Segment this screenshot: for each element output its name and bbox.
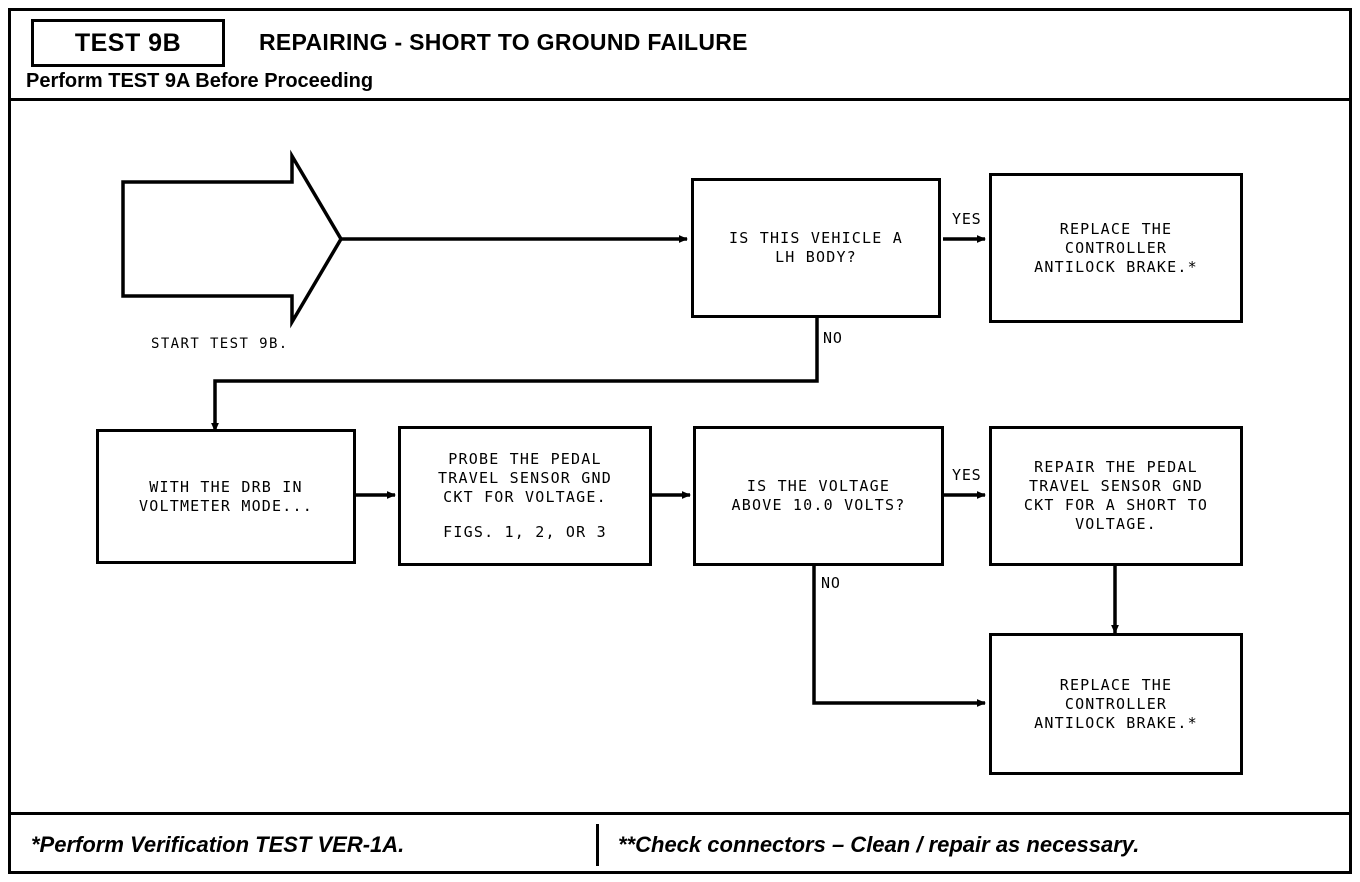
node-line: IS THE VOLTAGE — [746, 477, 891, 495]
node-line: IS THIS VEHICLE A — [729, 229, 903, 247]
flowchart-connectors — [121, 149, 1119, 707]
node-line: FIGS. 1, 2, OR 3 — [443, 523, 607, 541]
node-probe-pedal: PROBE THE PEDAL TRAVEL SENSOR GND CKT FO… — [398, 426, 652, 566]
node-voltage-above: IS THE VOLTAGE ABOVE 10.0 VOLTS? — [693, 426, 944, 566]
page-border — [8, 8, 1352, 874]
node-line: CONTROLLER — [1064, 694, 1168, 713]
node-line: WITH THE DRB IN — [149, 477, 303, 496]
node-line: REPLACE THE — [1059, 219, 1173, 238]
footer-left-note: *Perform Verification TEST VER-1A. — [31, 832, 405, 857]
node-line: CONTROLLER — [1064, 238, 1168, 257]
subheader-band: Perform TEST 9A Before Proceeding — [11, 64, 1349, 101]
node-is-lh-body: IS THIS VEHICLE A LH BODY? — [691, 178, 941, 318]
start-node-label: START TEST 9B. — [151, 336, 289, 352]
test-id-box: TEST 9B — [31, 19, 225, 67]
footer-right-note: **Check connectors – Clean / repair as n… — [618, 832, 1140, 857]
footer-right-cell: **Check connectors – Clean / repair as n… — [602, 824, 1332, 866]
subheader-label: Perform TEST 9A Before Proceeding — [26, 70, 374, 92]
node-line: ANTILOCK BRAKE.* — [1034, 257, 1198, 276]
footer-band: *Perform Verification TEST VER-1A. **Che… — [11, 812, 1349, 871]
flowchart-area: START TEST 9B. IS THIS VEHICLE A LH BODY… — [11, 104, 1349, 811]
node-line: CKT FOR A SHORT TO — [1023, 496, 1209, 514]
start-arrow-shape — [121, 149, 344, 329]
branch-label-yes-bottom: YES — [952, 466, 982, 484]
connector-lh-body-no — [211, 316, 819, 432]
node-line: REPLACE THE — [1059, 675, 1173, 694]
branch-label-no-top: NO — [823, 329, 843, 347]
node-line: REPAIR THE PEDAL — [1034, 458, 1198, 476]
node-repair-pedal: REPAIR THE PEDAL TRAVEL SENSOR GND CKT F… — [989, 426, 1243, 566]
connector-voltage-no — [812, 562, 986, 707]
page-title: REPAIRING - SHORT TO GROUND FAILURE — [259, 29, 748, 55]
header-row: TEST 9B REPAIRING - SHORT TO GROUND FAIL… — [11, 11, 1349, 67]
node-drb-voltmeter: WITH THE DRB IN VOLTMETER MODE... — [96, 429, 356, 564]
test-id-label: TEST 9B — [74, 28, 182, 57]
node-replace-controller-top: REPLACE THE CONTROLLER ANTILOCK BRAKE.* — [989, 173, 1243, 323]
node-line: CKT FOR VOLTAGE. — [443, 488, 607, 506]
node-replace-controller-bottom: REPLACE THE CONTROLLER ANTILOCK BRAKE.* — [989, 633, 1243, 775]
node-line: TRAVEL SENSOR GND — [438, 469, 612, 487]
branch-label-no-bottom: NO — [821, 574, 841, 592]
node-line: VOLTMETER MODE... — [139, 496, 313, 515]
footer-left-cell: *Perform Verification TEST VER-1A. — [21, 824, 599, 866]
node-line: VOLTAGE. — [1075, 515, 1157, 533]
branch-label-yes-top: YES — [952, 210, 982, 228]
node-line: ANTILOCK BRAKE.* — [1034, 713, 1198, 732]
node-line: LH BODY? — [775, 248, 857, 266]
node-line: TRAVEL SENSOR GND — [1029, 477, 1203, 495]
node-line: PROBE THE PEDAL — [448, 450, 602, 468]
node-line: ABOVE 10.0 VOLTS? — [731, 496, 906, 514]
